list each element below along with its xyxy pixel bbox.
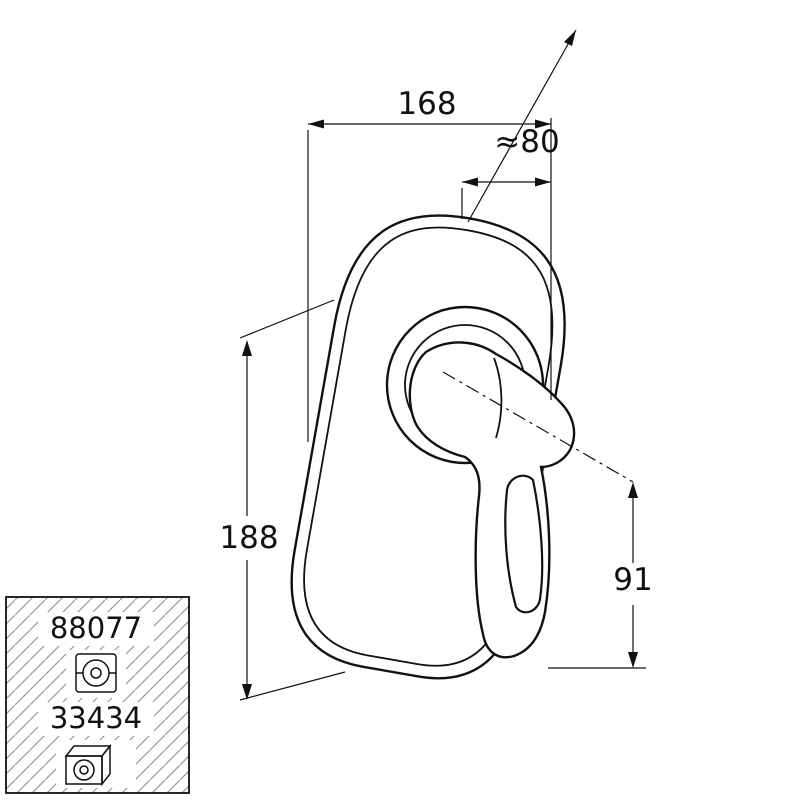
dimension-lever-offset-91: 91 xyxy=(548,482,653,669)
arrowhead-top xyxy=(242,340,252,356)
lever-handle xyxy=(408,341,576,659)
dimension-width-168: 168 xyxy=(307,29,577,442)
leader-arrowhead xyxy=(564,30,576,46)
dimension-width-label: 168 xyxy=(397,86,456,122)
arrowhead-right xyxy=(535,119,551,129)
valve-circle-inner xyxy=(90,667,102,679)
dimension-lever-offset-label: 91 xyxy=(613,562,652,598)
concealed-body-icon xyxy=(56,740,136,788)
arrowhead-bottom xyxy=(242,684,252,700)
part2-label-backing xyxy=(38,702,154,736)
parts-box: 88077 33434 xyxy=(5,596,190,794)
arrowhead-right xyxy=(535,177,551,187)
arrowhead-top xyxy=(628,482,638,498)
handle-cutout xyxy=(504,474,544,614)
body-circle-outer xyxy=(73,759,95,781)
part1-number-label: 88077 xyxy=(50,611,142,645)
part2-number-label: 33434 xyxy=(50,701,142,735)
handle-hub-joint-line xyxy=(493,357,503,439)
dimension-flange-label: ≈80 xyxy=(494,124,559,160)
plate-inner-edge xyxy=(303,226,554,667)
part1-label-backing xyxy=(38,612,154,646)
arrowhead-left xyxy=(462,177,478,187)
body-circle-inner xyxy=(79,765,89,775)
dimension-height-188: 188 xyxy=(219,299,346,701)
body-side-face xyxy=(101,743,111,787)
icon-backing xyxy=(56,740,136,788)
arrowhead-bottom xyxy=(628,652,638,668)
centerline xyxy=(442,371,634,483)
arrowhead-left xyxy=(308,119,324,129)
rough-in-valve-icon xyxy=(66,650,126,698)
extension-line-top xyxy=(239,299,335,339)
extension-line-bottom xyxy=(239,671,346,701)
dimension-flange-80: ≈80 xyxy=(461,124,560,219)
diagonal-leader-line xyxy=(467,29,577,223)
icon-backing xyxy=(66,650,126,698)
dimension-height-label: 188 xyxy=(219,520,278,556)
